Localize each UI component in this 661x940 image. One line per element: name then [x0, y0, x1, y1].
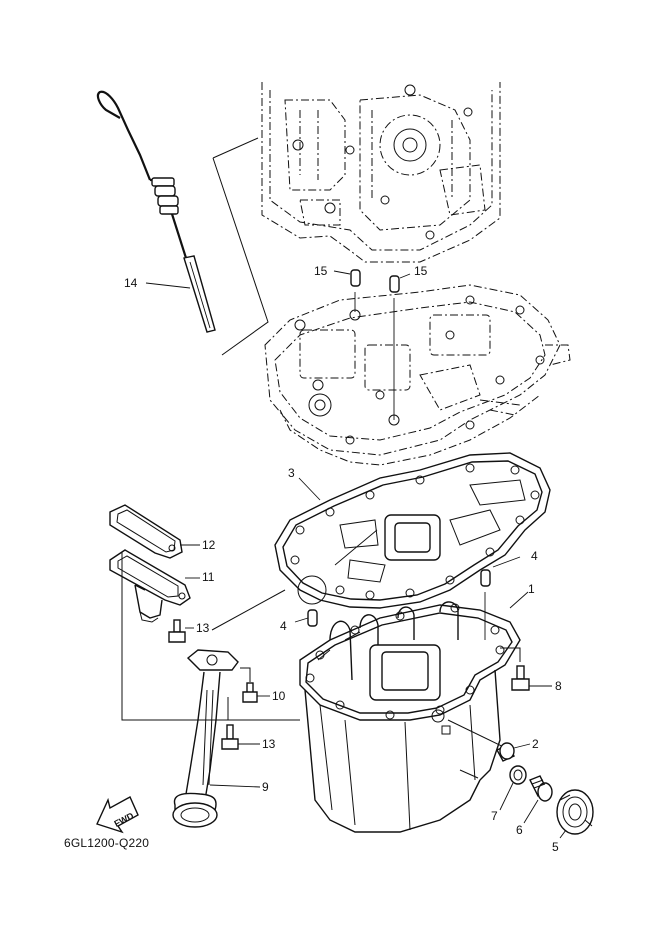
- callout-numbers: 14 15 15 3 4 4 1 12 11 13 10 13 9 8 2 7 …: [124, 264, 562, 854]
- callout-15-left: 15: [314, 264, 328, 278]
- engine-block-outline: [261, 82, 501, 263]
- callout-10: 10: [272, 689, 286, 703]
- bolt-8: [511, 665, 530, 691]
- catalog-code: 6GL1200-Q220: [64, 836, 150, 850]
- callout-4-right: 4: [531, 549, 538, 563]
- fwd-label: FWD: [113, 810, 136, 829]
- callout-7: 7: [491, 809, 498, 823]
- cap-5: [556, 789, 594, 835]
- gasket-12: [109, 504, 183, 559]
- callout-13-lower: 13: [262, 737, 276, 751]
- callout-2: 2: [532, 737, 539, 751]
- forward-arrow-icon: FWD: [96, 796, 139, 834]
- callout-6: 6: [516, 823, 523, 837]
- callout-14: 14: [124, 276, 138, 290]
- bolt-13-lower: [221, 724, 239, 750]
- dowel-pin-4-left: [307, 609, 318, 627]
- oil-strainer-cover-11: [109, 549, 191, 623]
- callout-11: 11: [202, 570, 215, 584]
- oil-suction-pipe-9: [172, 649, 239, 828]
- bolt-13-upper: [168, 619, 186, 643]
- callout-5: 5: [552, 840, 559, 854]
- drain-plug-2: [496, 742, 515, 762]
- exhaust-guide-plate: [264, 284, 571, 466]
- oil-pan-gasket: [274, 452, 551, 609]
- callout-15-right: 15: [414, 264, 428, 278]
- callout-leaders: [145, 270, 567, 839]
- callout-1: 1: [528, 582, 535, 596]
- bolt-10: [242, 682, 258, 703]
- callout-8: 8: [555, 679, 562, 693]
- dowel-pin-left: [350, 269, 361, 312]
- dipstick: [96, 90, 216, 333]
- callout-4-left: 4: [280, 619, 287, 633]
- oil-pan: [299, 601, 521, 833]
- callout-12: 12: [202, 538, 216, 552]
- gasket-7: [509, 765, 527, 785]
- callout-13-upper: 13: [196, 621, 210, 635]
- dowel-pin-right: [389, 275, 400, 420]
- dowel-pin-4-right: [480, 569, 491, 640]
- dipstick-guide-lines: [212, 137, 269, 356]
- assembly-guide-lines: [121, 552, 521, 751]
- callout-9: 9: [262, 780, 269, 794]
- fitting-6: [529, 775, 553, 802]
- callout-3: 3: [288, 466, 295, 480]
